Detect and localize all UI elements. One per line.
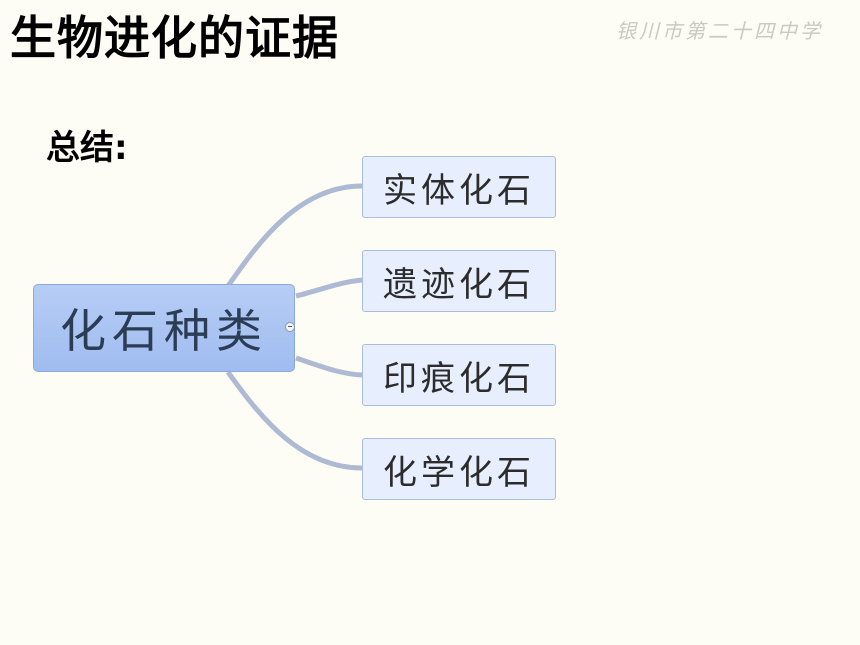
connector-2 [295, 277, 363, 299]
connector-4 [225, 370, 363, 471]
mindmap-root-node[interactable]: 化石种类 [33, 284, 295, 372]
connector-1 [225, 183, 363, 288]
summary-label: 总结: [46, 128, 128, 168]
mindmap-node-trace-fossil[interactable]: 遗迹化石 [362, 250, 556, 312]
connector-3 [295, 355, 363, 378]
slide-title: 生物进化的证据 [10, 11, 339, 65]
school-watermark: 银川市第二十四中学 [616, 19, 823, 43]
mindmap-node-impression-fossil[interactable]: 印痕化石 [362, 344, 556, 406]
mindmap-node-chemical-fossil[interactable]: 化学化石 [362, 438, 556, 500]
mindmap-node-body-fossil[interactable]: 实体化石 [362, 156, 556, 218]
collapse-toggle-icon[interactable] [285, 322, 295, 332]
